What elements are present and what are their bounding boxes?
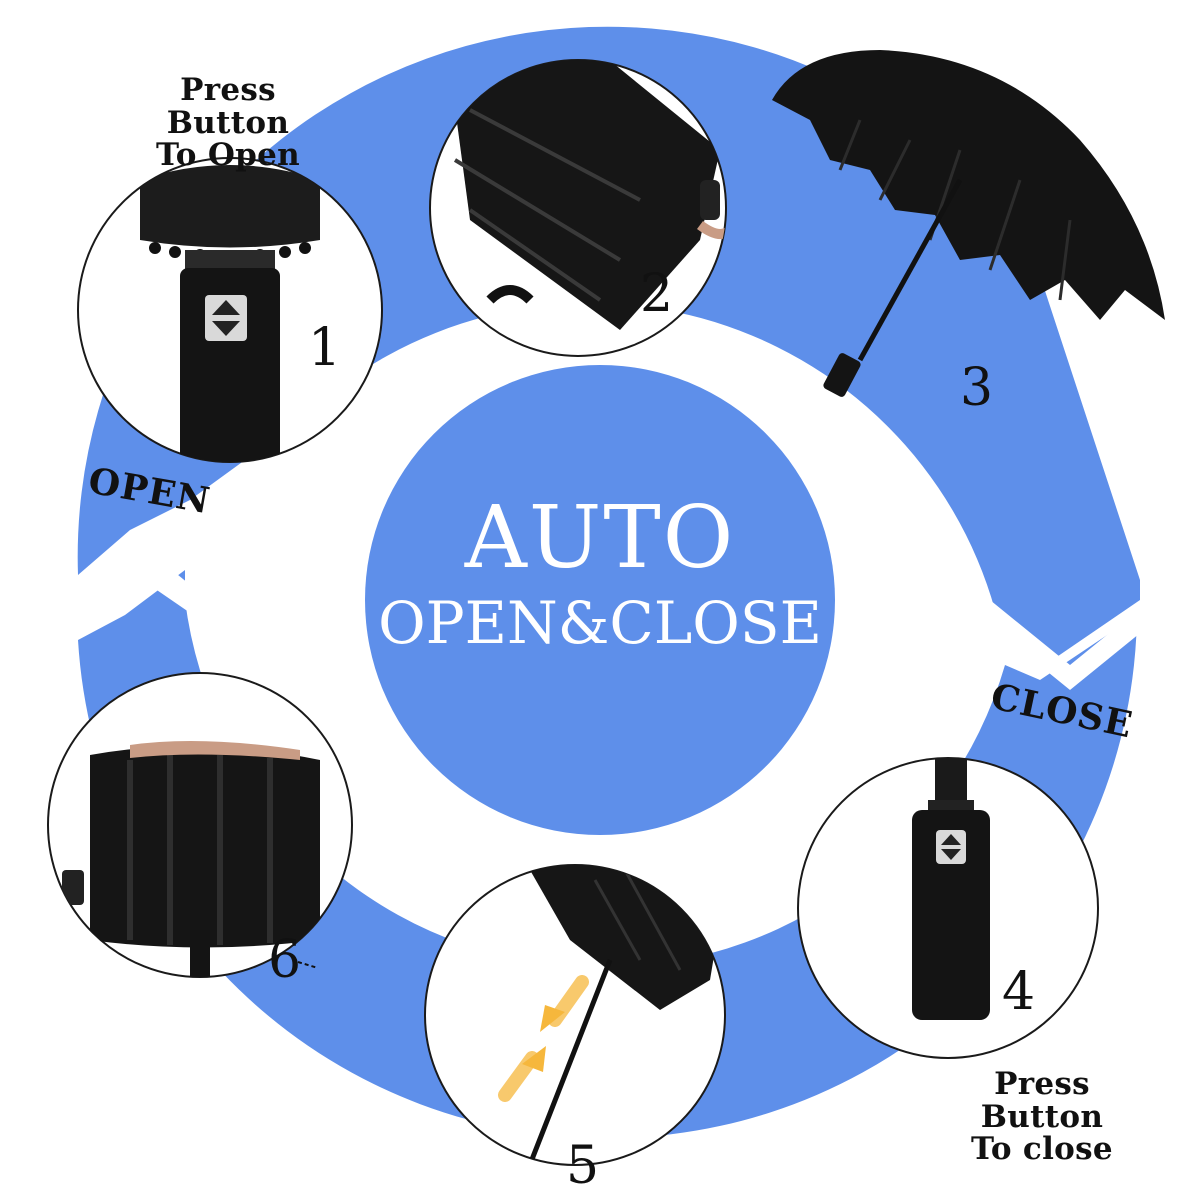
ring-upper-arc: [77, 26, 1140, 666]
open-chevron: [55, 540, 215, 630]
step-6-image: [47, 672, 353, 978]
step-number-4: 4: [1002, 962, 1036, 1022]
open-caption-line1: Press Button: [166, 72, 290, 141]
step-number-1: 1: [308, 318, 342, 378]
step-2-image: [429, 59, 727, 357]
open-caption: Press Button To Open: [118, 74, 338, 172]
step-number-6: 6: [268, 930, 302, 990]
step-1-image: [77, 157, 383, 463]
step-3-image: [772, 50, 1165, 397]
close-caption-line1: Press Button: [980, 1066, 1104, 1135]
step-4-image: [797, 757, 1099, 1059]
open-caption-line2: To Open: [155, 137, 301, 174]
close-caption-line2: To close: [971, 1131, 1113, 1168]
center-circle: [365, 365, 835, 835]
center-title-line2: OPEN&CLOSE: [378, 589, 822, 657]
center-title-line1: AUTO: [464, 488, 736, 588]
step-number-2: 2: [640, 264, 674, 324]
center-title: AUTO OPEN&CLOSE: [370, 495, 830, 659]
step-number-3: 3: [960, 358, 994, 418]
close-caption: Press Button To close: [932, 1068, 1152, 1166]
step-number-5: 5: [566, 1136, 600, 1196]
close-chevron: [990, 600, 1150, 690]
